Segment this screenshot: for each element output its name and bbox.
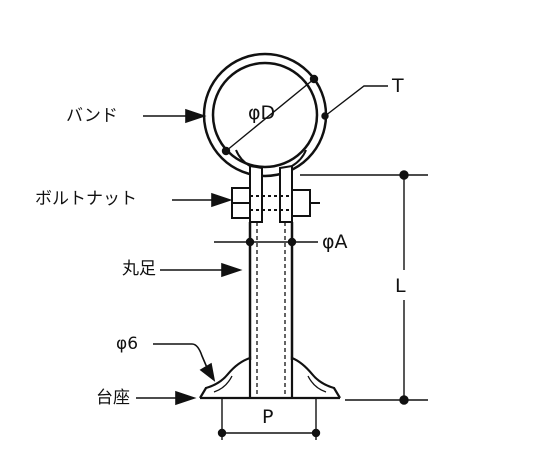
- callout-arrows: [136, 108, 243, 406]
- phi6-label: φ6: [116, 334, 139, 354]
- phi-a-dimension: [214, 237, 318, 247]
- phi-a-label: φA: [322, 231, 348, 253]
- l-dimension: [300, 170, 428, 405]
- bolt-nut-shape: [231, 187, 320, 219]
- t-label: T: [392, 75, 404, 97]
- t-leader: [321, 85, 388, 120]
- band-label: バンド: [66, 106, 118, 126]
- base-label: 台座: [96, 388, 130, 408]
- phi-d-label: φD: [248, 102, 276, 124]
- l-label: L: [395, 275, 406, 297]
- round-leg-shape: [248, 222, 294, 395]
- p-label: P: [262, 406, 274, 428]
- phi-d-dimension: [221, 74, 319, 156]
- p-dimension: [217, 398, 321, 440]
- round-leg-label: 丸足: [122, 259, 156, 279]
- bolt-nut-label: ボルトナット: [35, 189, 137, 209]
- base-shape: [199, 356, 341, 400]
